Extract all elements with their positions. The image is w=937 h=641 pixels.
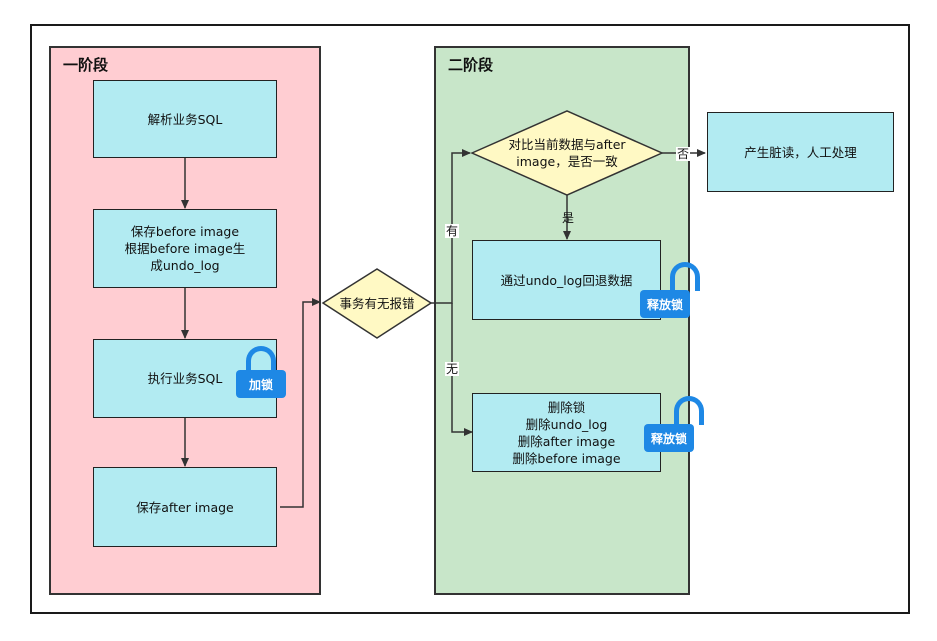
phase-two-title: 二阶段 — [448, 56, 494, 74]
arrow-no-error — [451, 303, 473, 436]
edge-label-yes: 是 — [562, 211, 575, 225]
lock-release-rollback-label: 释放锁 — [640, 290, 690, 318]
phase-one-title: 一阶段 — [63, 56, 109, 74]
edge-label-no: 否 — [676, 147, 691, 161]
diagram-frame — [30, 24, 910, 614]
lock-release-rollback: 释放锁 — [640, 262, 700, 322]
lock-open-icon — [674, 396, 704, 425]
node-save-before-image: 保存before image 根据before image生 成undo_log — [93, 209, 277, 288]
edge-label-none: 无 — [445, 362, 460, 376]
edge-label-has: 有 — [445, 224, 460, 238]
lock-closed-icon — [246, 346, 276, 375]
decision-error-label: 事务有无报错 — [339, 295, 415, 311]
node-delete-all: 删除锁 删除undo_log 删除after image 删除before im… — [472, 393, 661, 472]
arrow-after-to-decision — [280, 298, 321, 508]
lock-release-delete: 释放锁 — [644, 396, 704, 456]
decision-compare-label: 对比当前数据与after image，是否一致 — [508, 137, 626, 169]
node-save-after-image: 保存after image — [93, 467, 277, 547]
lock-release-delete-label: 释放锁 — [644, 424, 694, 452]
node-dirty-read: 产生脏读，人工处理 — [707, 112, 894, 192]
node-parse-sql: 解析业务SQL — [93, 80, 277, 158]
lock-add-label: 加锁 — [236, 370, 286, 398]
lock-open-icon — [670, 262, 700, 291]
node-rollback: 通过undo_log回退数据 — [472, 240, 661, 320]
lock-add: 加锁 — [236, 346, 286, 402]
